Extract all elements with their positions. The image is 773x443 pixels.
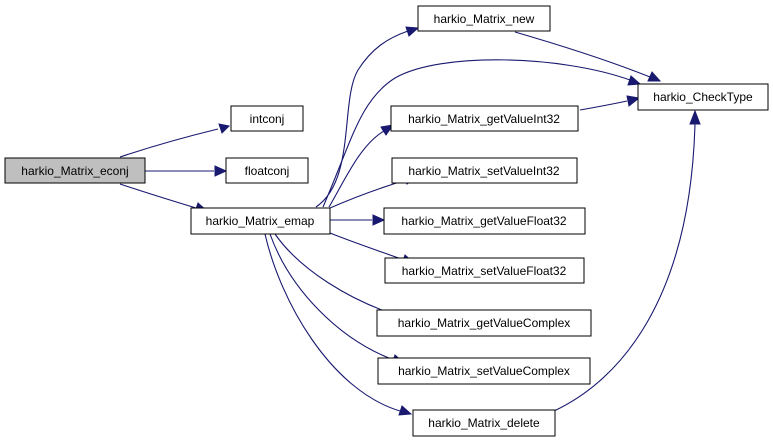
- node-intconj[interactable]: intconj: [230, 105, 304, 132]
- node-harkio-matrix-setvalueint32[interactable]: harkio_Matrix_setValueInt32: [391, 157, 578, 184]
- edge-getint32-checktype: [579, 95, 641, 111]
- node-label: harkio_Matrix_getValueComplex: [398, 316, 571, 330]
- node-label: harkio_Matrix_setValueInt32: [408, 164, 560, 178]
- node-harkio-matrix-getvalueint32[interactable]: harkio_Matrix_getValueInt32: [390, 105, 579, 132]
- node-harkio-matrix-getvaluecomplex[interactable]: harkio_Matrix_getValueComplex: [376, 309, 592, 337]
- edge-new-checktype: [514, 31, 662, 82]
- node-label: harkio_Matrix_emap: [206, 214, 315, 228]
- node-label: harkio_Matrix_setValueComplex: [398, 364, 570, 378]
- nodes-layer: harkio_Matrix_econj intconj floatconj ha…: [4, 5, 769, 437]
- edge-delete-checktype: [553, 109, 701, 412]
- edge-emap-delete: [264, 233, 413, 416]
- node-harkio-checktype[interactable]: harkio_CheckType: [637, 83, 769, 111]
- node-label: harkio_Matrix_econj: [21, 164, 128, 178]
- node-harkio-matrix-setvaluefloat32[interactable]: harkio_Matrix_setValueFloat32: [384, 257, 585, 284]
- node-label: harkio_CheckType: [653, 90, 753, 104]
- node-harkio-matrix-getvaluefloat32[interactable]: harkio_Matrix_getValueFloat32: [383, 207, 586, 235]
- node-floatconj[interactable]: floatconj: [225, 157, 309, 184]
- edge-econj-intconj: [119, 123, 231, 158]
- edges-layer: [119, 26, 701, 416]
- node-label: harkio_Matrix_setValueFloat32: [402, 264, 567, 278]
- node-label: floatconj: [245, 164, 290, 178]
- edge-emap-checktype: [322, 59, 642, 208]
- node-label: intconj: [250, 112, 285, 126]
- edge-econj-floatconj: [145, 165, 228, 177]
- node-label: harkio_Matrix_new: [434, 12, 535, 26]
- edge-emap-new: [315, 26, 420, 208]
- node-harkio-matrix-new[interactable]: harkio_Matrix_new: [417, 5, 551, 32]
- node-label: harkio_Matrix_delete: [428, 416, 540, 430]
- node-harkio-matrix-setvaluecomplex[interactable]: harkio_Matrix_setValueComplex: [377, 357, 591, 385]
- node-harkio-matrix-delete[interactable]: harkio_Matrix_delete: [412, 409, 556, 437]
- node-harkio-matrix-emap[interactable]: harkio_Matrix_emap: [190, 207, 331, 235]
- node-label: harkio_Matrix_getValueInt32: [408, 112, 560, 126]
- edge-emap-getfloat32: [330, 214, 386, 226]
- node-label: harkio_Matrix_getValueFloat32: [401, 214, 567, 228]
- edge-emap-getint32: [328, 124, 395, 208]
- edge-emap-setcomplex: [269, 233, 406, 365]
- node-harkio-matrix-econj[interactable]: harkio_Matrix_econj: [4, 157, 146, 184]
